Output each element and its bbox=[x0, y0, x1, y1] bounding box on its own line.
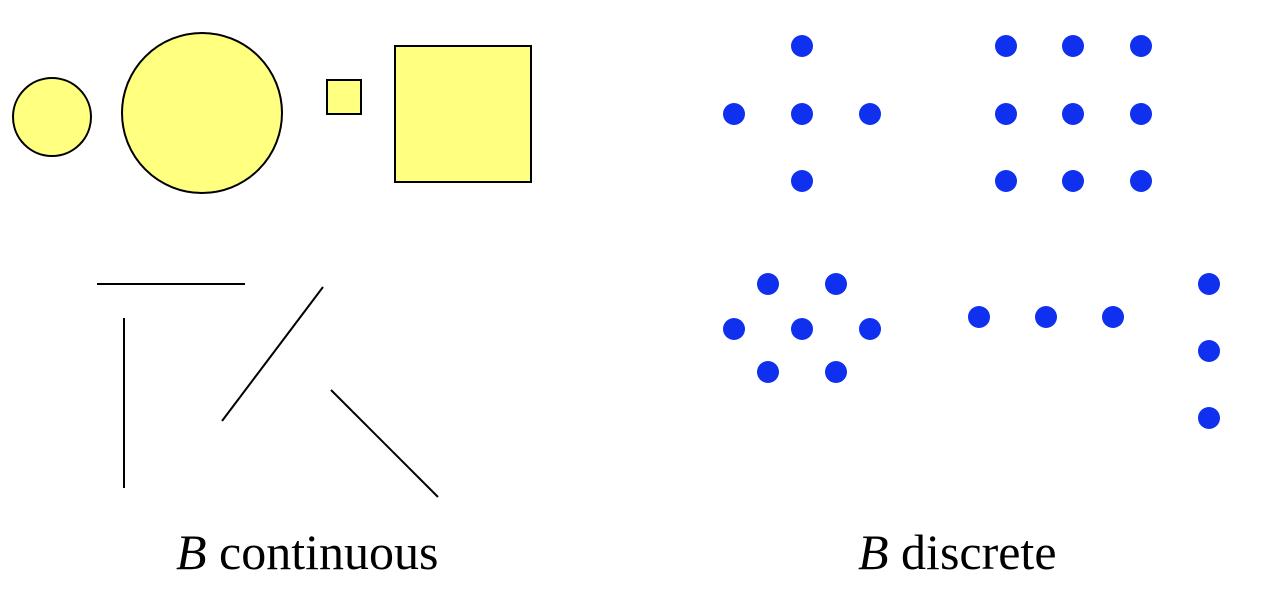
rising-diagonal-line-segment bbox=[221, 286, 324, 422]
caption-variable: B bbox=[858, 524, 889, 580]
dot bbox=[1062, 103, 1084, 125]
dot bbox=[995, 170, 1017, 192]
dot bbox=[859, 103, 881, 125]
dot bbox=[1130, 103, 1152, 125]
continuous-shapes-group bbox=[12, 32, 532, 194]
discrete-caption: B discrete bbox=[858, 522, 1057, 582]
dot bbox=[1130, 35, 1152, 57]
small-yellow-circle bbox=[12, 77, 92, 157]
dot-plus-pattern bbox=[723, 35, 881, 192]
dot-row-pattern bbox=[968, 306, 1124, 328]
dot bbox=[995, 35, 1017, 57]
dot bbox=[859, 318, 881, 340]
dot bbox=[1130, 170, 1152, 192]
dot bbox=[723, 103, 745, 125]
large-yellow-square bbox=[394, 45, 532, 183]
caption-variable: B bbox=[176, 524, 207, 580]
dot bbox=[791, 103, 813, 125]
dot bbox=[1102, 306, 1124, 328]
discrete-dots-group bbox=[723, 35, 1220, 429]
dot bbox=[757, 361, 779, 383]
dot-column-pattern bbox=[1198, 273, 1220, 429]
small-yellow-square bbox=[326, 79, 362, 115]
dot-grid-pattern bbox=[995, 35, 1152, 192]
dot bbox=[1062, 170, 1084, 192]
continuous-caption: B continuous bbox=[176, 522, 438, 582]
dot bbox=[1062, 35, 1084, 57]
dot bbox=[968, 306, 990, 328]
falling-diagonal-line-segment bbox=[330, 389, 439, 498]
caption-text: continuous bbox=[219, 524, 439, 580]
continuous-lines-group bbox=[97, 283, 439, 498]
dot bbox=[791, 170, 813, 192]
dot-hexagon-pattern bbox=[723, 273, 881, 383]
dot bbox=[825, 273, 847, 295]
dot bbox=[1198, 407, 1220, 429]
dot bbox=[791, 35, 813, 57]
dot bbox=[995, 103, 1017, 125]
dot bbox=[791, 318, 813, 340]
caption-text: discrete bbox=[901, 524, 1057, 580]
large-yellow-circle bbox=[121, 32, 283, 194]
dot bbox=[757, 273, 779, 295]
dot bbox=[825, 361, 847, 383]
dot bbox=[1198, 340, 1220, 362]
dot bbox=[1198, 273, 1220, 295]
dot bbox=[1035, 306, 1057, 328]
dot bbox=[723, 318, 745, 340]
